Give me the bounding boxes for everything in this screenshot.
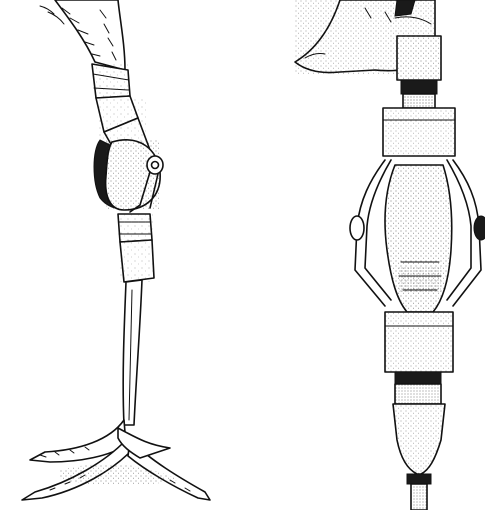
feathered-thigh	[40, 0, 125, 70]
knee-joint	[94, 140, 163, 212]
upper-cuff	[92, 64, 130, 98]
lower-leg	[407, 474, 431, 510]
lower-collar	[395, 372, 441, 404]
shin-socket	[393, 404, 445, 474]
left-illustration-drawing	[0, 0, 240, 510]
lower-sleeve	[385, 312, 453, 372]
left-illustration	[0, 0, 240, 510]
lower-cuff	[118, 214, 154, 282]
right-illustration-drawing	[245, 0, 485, 510]
bird-foot	[22, 420, 210, 500]
right-illustration	[245, 0, 485, 510]
leg-shank	[123, 280, 142, 425]
knee-body	[385, 165, 452, 312]
top-collar	[397, 36, 441, 108]
upper-sleeve	[383, 108, 455, 156]
